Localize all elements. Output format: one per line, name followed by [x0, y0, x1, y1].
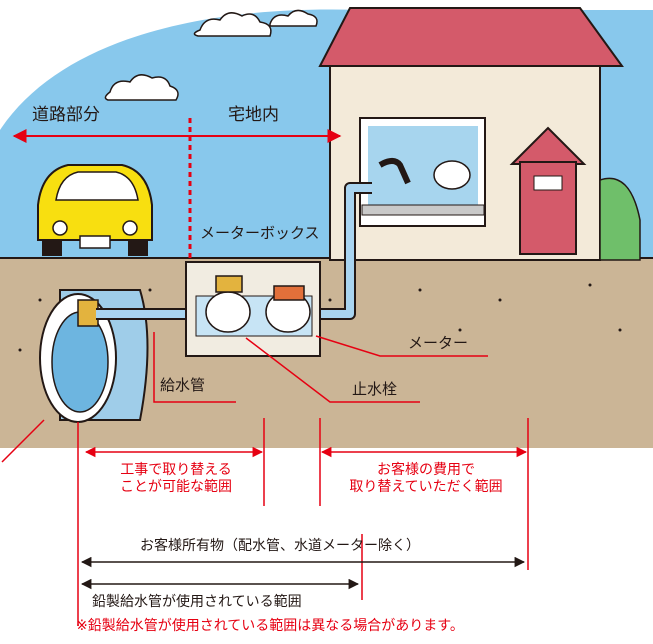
utility-replace-line2: ことが可能な範囲: [120, 478, 232, 495]
private-land-label: 宅地内: [228, 105, 279, 125]
cloud-right: [269, 9, 318, 27]
note-text: ※鉛製給水管が使用されている範囲は異なる場合があります。: [76, 618, 464, 634]
ownership-arrows: [80, 556, 526, 590]
road-part-label: 道路部分: [32, 105, 100, 125]
range-markers: [77, 418, 529, 626]
stop-valve-shape: [205, 275, 251, 333]
cloud-left: [193, 12, 272, 37]
lead-pipe-range-label: 鉛製給水管が使用されている範囲: [92, 594, 302, 610]
cloud-middle: [104, 74, 179, 101]
meter-box-label: メーターボックス: [200, 224, 320, 242]
soil-dots: [18, 283, 622, 352]
leader-lines: [1, 332, 488, 463]
distribution-main-pipe: [39, 289, 149, 423]
meter-label: メーター: [408, 334, 469, 352]
utility-replace-range-label: 工事で取り替える ことが可能な範囲: [96, 462, 256, 496]
car: [37, 164, 153, 256]
meter-shape: [265, 285, 311, 333]
stop-valve-label: 止水栓: [352, 380, 398, 398]
customer-cost-line1: お客様の費用で: [377, 462, 475, 478]
house: [318, 7, 641, 261]
supply-pipe-label: 給水管: [160, 376, 206, 394]
customer-cost-range-label: お客様の費用で 取り替えていただく範囲: [326, 462, 526, 496]
customer-cost-line2: 取り替えていただく範囲: [349, 478, 503, 495]
utility-replace-line1: 工事で取り替える: [120, 462, 232, 478]
customer-property-label: お客様所有物（配水管、水道メーター除く）: [140, 538, 420, 554]
